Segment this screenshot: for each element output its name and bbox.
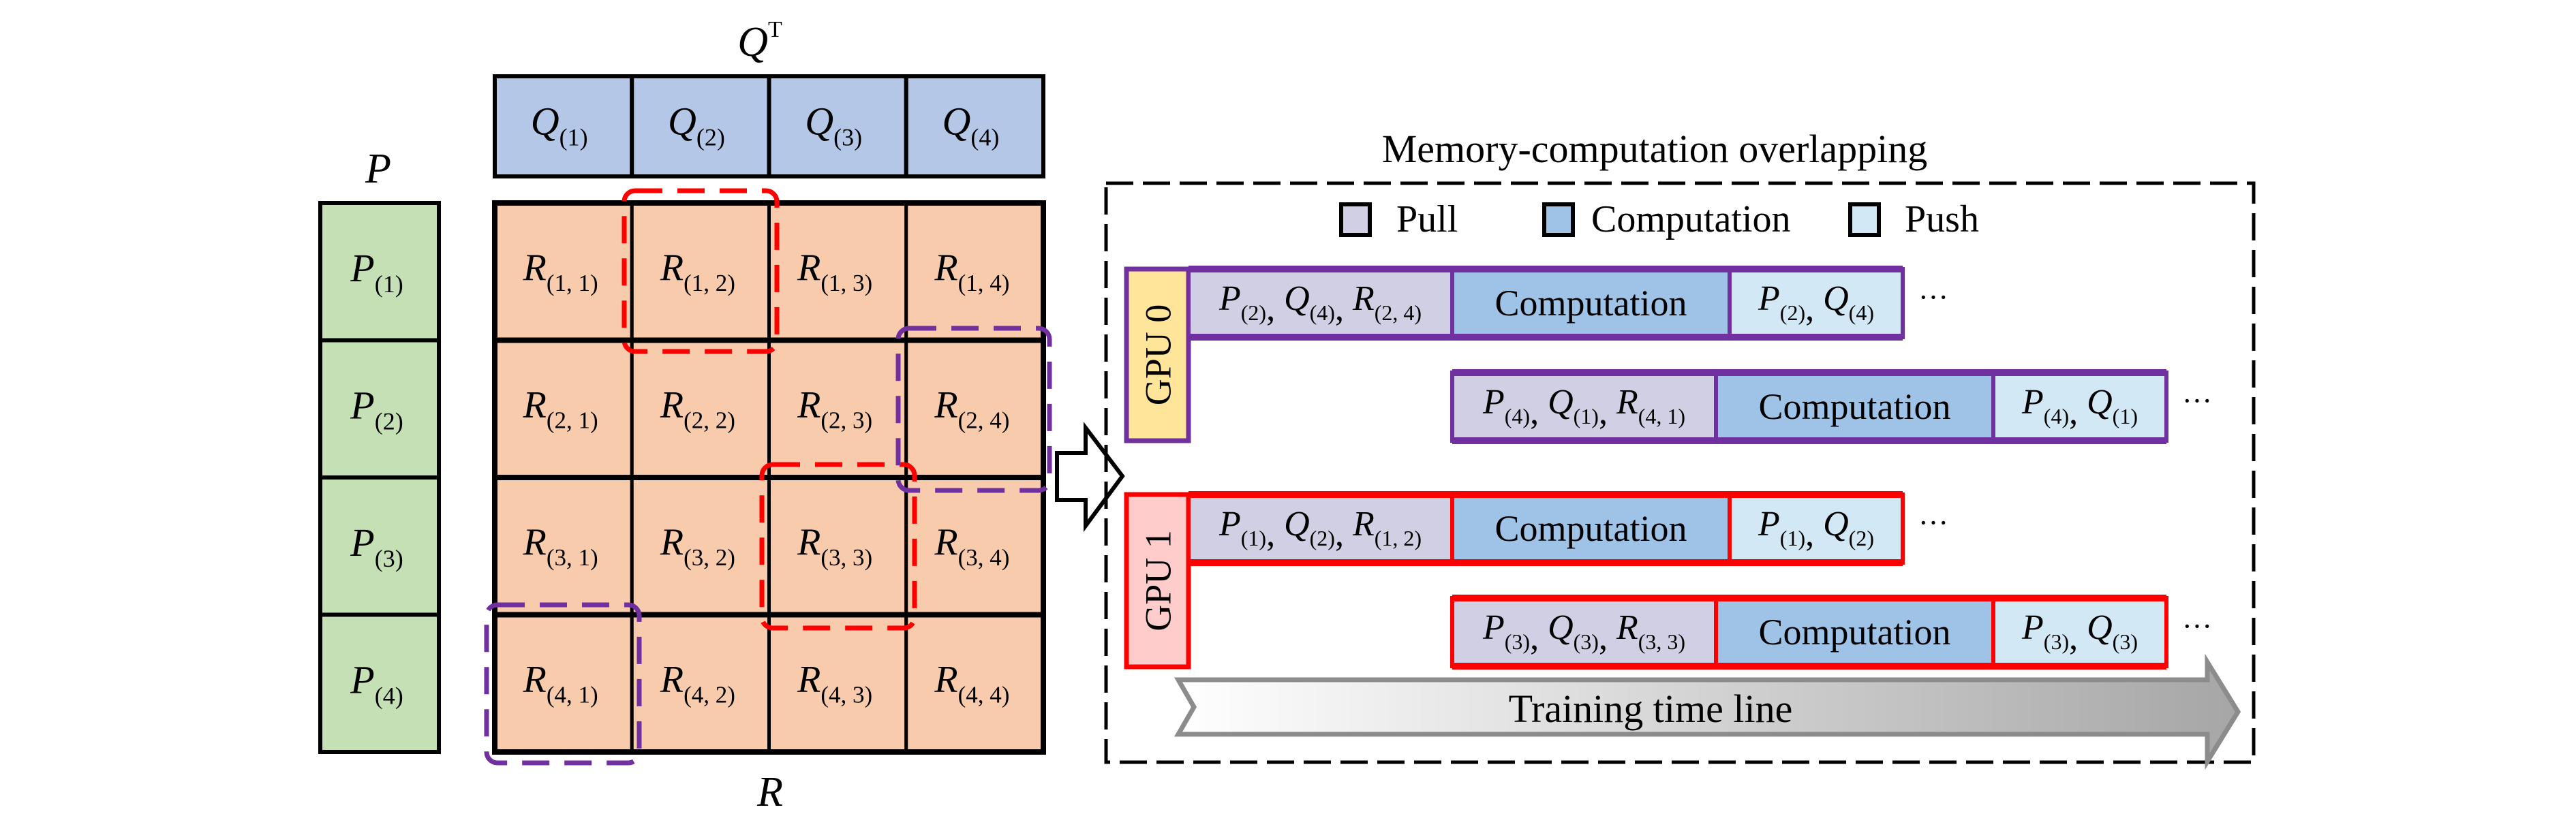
r-block-label: R(4, 3) [797, 658, 872, 708]
push-block [1728, 267, 1905, 339]
pull-block [1450, 371, 1718, 443]
legend-swatch-pull [1339, 202, 1372, 237]
gpu-label-bar [1124, 492, 1191, 670]
r-block [767, 201, 908, 342]
q-block-label: Q(1) [531, 99, 588, 151]
q-block [630, 74, 771, 178]
pull-block-label: P(2), Q(4), R(2, 4) [1218, 279, 1422, 328]
r-block [493, 339, 634, 480]
r-block-label: R(1, 3) [797, 247, 872, 296]
p-block-label: P(4) [350, 657, 403, 709]
q-block-label: Q(4) [942, 99, 999, 151]
legend-swatch-push [1848, 202, 1881, 237]
overlap-dashed-frame [1104, 181, 2256, 764]
ellipsis: ··· [1918, 506, 1948, 539]
p-label: P [365, 146, 391, 192]
pipeline-row: P(3), Q(3), R(3, 3) Computation P(3), Q(3)… [1450, 595, 2212, 670]
p-block [318, 612, 441, 754]
r-block-label: R(1, 1) [523, 247, 598, 296]
r-block-label: R(3, 3) [797, 521, 872, 571]
computation-block-label: Computation [1495, 508, 1687, 549]
p-block-label: P(2) [350, 383, 403, 435]
ellipsis: ··· [1918, 281, 1948, 314]
block-highlight-box [622, 188, 780, 354]
block-highlight-box [759, 462, 917, 631]
r-block-label: R(1, 4) [934, 247, 1009, 296]
computation-block-label: Computation [1759, 612, 1951, 653]
r-block-label: R(4, 2) [660, 658, 735, 708]
p-matrix: P(1) P(2) P(3) P(4) [318, 201, 441, 754]
pipeline-row: P(2), Q(4), R(2, 4) Computation P(2), Q(4)… [1186, 266, 1948, 341]
q-matrix: Q(1) Q(2) Q(3) Q(4) [493, 74, 1045, 178]
r-block [493, 613, 634, 754]
r-block-label: R(3, 1) [523, 521, 598, 571]
r-block [493, 201, 634, 342]
timeline-arrow-icon [1174, 653, 2241, 770]
push-block-label: P(3), Q(3) [2021, 608, 2138, 657]
legend-label: Computation [1591, 198, 1790, 240]
r-block [904, 201, 1045, 342]
overlap-title: Memory-computation overlapping [1382, 127, 1928, 171]
computation-block-label: Computation [1759, 386, 1951, 427]
computation-block [1714, 596, 1995, 668]
push-block-label: P(1), Q(2) [1758, 505, 1874, 554]
block-highlights [484, 188, 1052, 766]
p-block [318, 338, 441, 480]
r-block [630, 201, 771, 342]
push-block [1991, 596, 2168, 668]
r-block-label: R(4, 1) [523, 658, 598, 708]
push-block-label: P(2), Q(4) [1758, 279, 1874, 328]
r-block-label: R(2, 3) [797, 383, 872, 433]
legend-label: Push [1905, 198, 1979, 240]
timeline-label: Training time line [1509, 687, 1793, 731]
pull-block-label: P(4), Q(1), R(4, 1) [1482, 383, 1685, 432]
ellipsis: ··· [2182, 610, 2212, 643]
r-label: R [756, 769, 783, 815]
r-block-label: R(4, 4) [934, 658, 1009, 708]
r-block-label: R(3, 4) [934, 521, 1009, 571]
gpu-label: GPU 0 [1138, 304, 1179, 406]
matrix-section: QT P R P(1) P(2) P(3) P(4) Q(1) Q(2) Q(3) Q(4)… [318, 17, 1125, 815]
r-block-label: R(2, 2) [660, 383, 735, 433]
legend-label: Pull [1396, 198, 1458, 240]
block-highlight-box [484, 602, 642, 766]
push-block [1991, 371, 2168, 443]
gpu-label-bar [1124, 266, 1191, 443]
r-block-label: R(2, 4) [934, 383, 1009, 433]
legend: Pull Computation Push [1339, 198, 1979, 240]
q-block-label: Q(3) [805, 99, 862, 151]
block-highlight-box [895, 326, 1052, 493]
ellipsis: ··· [2182, 384, 2212, 418]
r-block [904, 613, 1045, 754]
r-block [767, 613, 908, 754]
pull-block-label: P(3), Q(3), R(3, 3) [1482, 608, 1685, 657]
pipeline-row: P(1), Q(2), R(1, 2) Computation P(1), Q(2)… [1186, 491, 1948, 566]
training-timeline: Training time line [1174, 653, 2241, 770]
right-arrow-icon [1055, 422, 1125, 533]
r-block [630, 475, 771, 616]
gpu-label: GPU 1 [1138, 530, 1179, 631]
legend-swatch-computation [1542, 202, 1575, 237]
push-block-label: P(4), Q(1) [2021, 383, 2138, 432]
r-matrix: R(1, 1) R(1, 2) R(1, 3) R(1, 4) R(2, 1) R(2, … [492, 200, 1046, 755]
r-block-label: R(1, 2) [660, 247, 735, 296]
r-block-label: R(3, 2) [660, 521, 735, 571]
pipeline-row: P(4), Q(1), R(4, 1) Computation P(4), Q(1)… [1450, 369, 2212, 444]
r-block [904, 475, 1045, 616]
p-block-label: P(3) [350, 520, 403, 572]
pull-block-label: P(1), Q(2), R(1, 2) [1218, 505, 1422, 554]
r-block-label: R(2, 1) [523, 383, 598, 433]
qt-label: QT [737, 17, 782, 65]
computation-block-label: Computation [1495, 283, 1687, 324]
p-block-label: P(1) [350, 246, 403, 298]
q-block-label: Q(2) [668, 99, 725, 151]
q-block [904, 74, 1045, 178]
p-block [318, 201, 441, 343]
